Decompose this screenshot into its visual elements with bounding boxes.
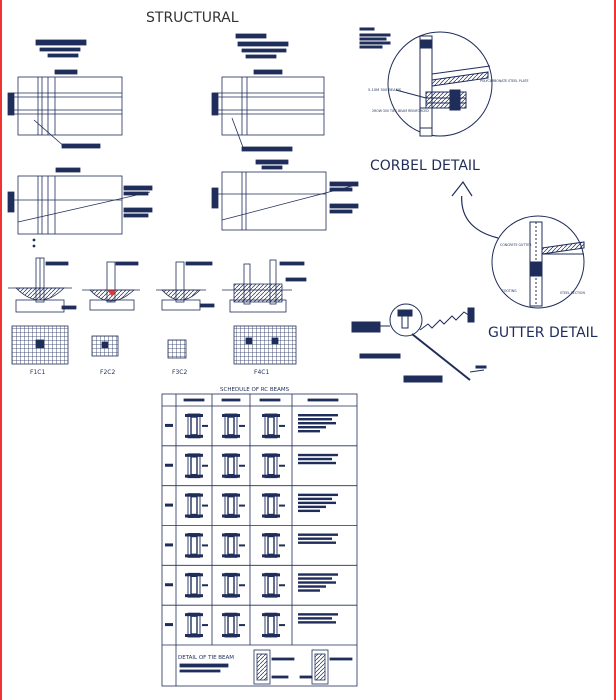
footing-f4-label: F4C1 (254, 369, 269, 376)
plan-view-top-left (7, 39, 123, 149)
plan-view-top-right (211, 33, 325, 152)
beam-section (185, 413, 208, 439)
corbel-detail: 5-10M 300 BEAMS 2ROW 300 TIES BEAM REINF… (359, 27, 529, 137)
beam-section (222, 413, 245, 439)
beam-section (185, 533, 208, 558)
footing-f1-section (8, 257, 77, 313)
schedule-row (162, 485, 357, 518)
beam-section (222, 612, 245, 638)
schedule-rows (162, 413, 357, 638)
beam-section (222, 453, 245, 479)
tie-beam-label: DETAIL OF TIE BEAM (178, 655, 234, 661)
schedule-row (162, 525, 357, 558)
beam-section (262, 413, 285, 439)
footing-f4-section (222, 259, 307, 313)
footing-f1-plan: F1C1 (11, 325, 69, 376)
corbel-note-a: 5-10M 300 BEAMS (368, 88, 402, 92)
schedule-row-notes (298, 573, 338, 592)
schedule-row-notes (298, 613, 338, 624)
beam-section (222, 493, 245, 518)
schedule-row-notes (298, 453, 338, 465)
corbel-note-b: 2ROW 300 TIES BEAM REINFORCED (372, 109, 429, 113)
schedule-table (161, 393, 358, 687)
gutter-detail-label: GUTTER DETAIL (488, 325, 598, 341)
beam-section (262, 572, 285, 598)
footing-f2-section (82, 261, 140, 311)
gutter-note-a: CONCRETE GUTTER (500, 243, 532, 247)
plan-view-mid-right (211, 159, 359, 231)
beam-section (185, 572, 208, 598)
plan-view-mid-left (7, 167, 153, 248)
schedule-row (162, 604, 357, 638)
beam-section (222, 572, 245, 598)
footing-f1-label: F1C1 (30, 369, 45, 376)
curved-arrow (451, 180, 499, 239)
drawing-title: STRUCTURAL (146, 10, 239, 26)
schedule-row-notes (298, 493, 338, 513)
stair-section (351, 303, 487, 383)
corbel-detail-label: CORBEL DETAIL (370, 158, 480, 174)
schedule-row-notes (298, 414, 338, 433)
beam-section (185, 612, 208, 638)
footing-f3-plan: F3C2 (167, 339, 187, 376)
beam-section (262, 493, 285, 518)
footing-f3-label: F3C2 (172, 369, 187, 376)
schedule-row (165, 413, 338, 439)
gutter-note-b: FOOTING (502, 289, 517, 293)
corbel-note-c: POLYCARBONATE STEEL PLATE (480, 79, 529, 83)
schedule-row (162, 564, 357, 598)
beam-section (185, 493, 208, 518)
footing-f4-plan: F4C1 (233, 325, 297, 376)
beam-section (262, 533, 285, 558)
footing-f2-plan: F2C2 (91, 335, 119, 376)
schedule-title: SCHEDULE OF RC BEAMS (220, 387, 290, 393)
schedule-row-notes (298, 533, 338, 544)
gutter-detail: CONCRETE GUTTER FOOTING STEEL SECTION (491, 215, 585, 309)
schedule-row (162, 445, 357, 479)
gutter-note-c: STEEL SECTION (560, 291, 585, 295)
beam-section (222, 533, 245, 558)
beam-section (262, 453, 285, 479)
footing-f3-section (156, 261, 215, 311)
beam-section (262, 612, 285, 638)
tie-beam-details (179, 649, 353, 685)
beam-section (185, 453, 208, 479)
footing-f2-label: F2C2 (100, 369, 115, 376)
